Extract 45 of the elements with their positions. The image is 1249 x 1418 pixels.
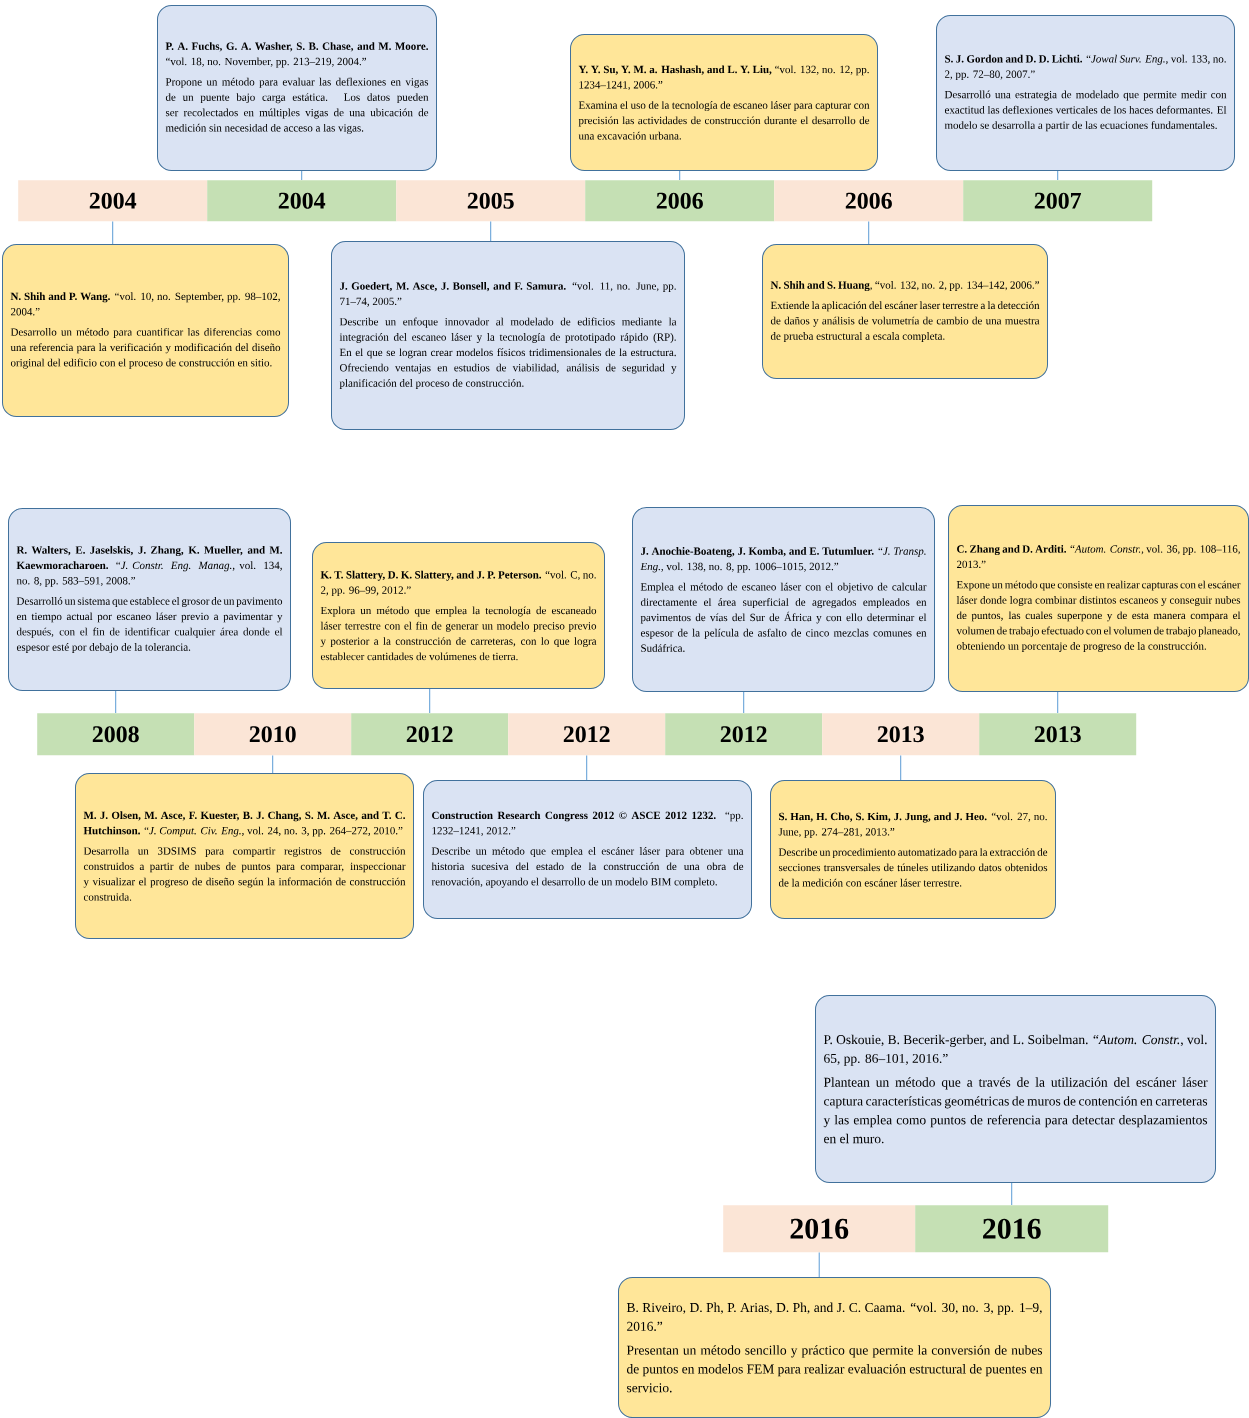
connector-line: [900, 754, 902, 781]
year-band: 2012: [665, 713, 823, 756]
year-band: 2013: [979, 713, 1137, 756]
citation-callout: J. Goedert, M. Asce, J. Bonsell, and F. Samura. “vol. 11, no. June, pp. 71–74, 2005.” Describe un enfoque innovador al modelado de edificios mediante la integración del escaneo láser y la tecnología de prototipado rápido (RP). En el que se logran crear modelos físicos tridimensionales de la estructura. Ofreciendo ventajas en estudios de viabilidad, análisis de seguridad y planificación del proceso de construcción.: [331, 241, 685, 430]
citation-callout: P. A. Fuchs, G. A. Washer, S. B. Chase, and M. Moore. “vol. 18, no. November, pp. 213–219, 2004.” Propone un método para evaluar las deflexiones en vigas de un puente bajo carga estática. Los datos pueden ser recolectados en múltiples vigas de una ubicación de medición sin necesidad de acceso a las vigas.: [157, 5, 437, 171]
year-band: 2013: [822, 713, 980, 756]
connector-line: [272, 754, 274, 774]
connector-line: [301, 170, 303, 181]
citation-callout: S. Han, H. Cho, S. Kim, J. Jung, and J. Heo. “vol. 27, no. June, pp. 274–281, 2013.” Describe un procedimiento automatizado para la extracción de secciones transversales de túneles utilizando datos obtenidos de la medición con escáner láser terrestre.: [770, 780, 1056, 919]
citation-callout: S. J. Gordon and D. D. Lichti. “Jowal Surv. Eng., vol. 133, no. 2, pp. 72–80, 2007.” Desarrolló una estrategia de modelado que permite medir con exactitud las deflexiones verticales de los haces deformantes. El modelo se desarrolla a partir de las ecuaciones fundamentales.: [936, 15, 1235, 171]
year-band: 2006: [585, 180, 775, 222]
connector-line: [679, 170, 681, 181]
connector-line: [112, 220, 114, 245]
citation-callout: J. Anochie-Boateng, J. Komba, and E. Tutumluer. “J. Transp. Eng., vol. 138, no. 8, pp. 1006–1015, 2012.” Emplea el método de escaneo láser con el objetivo de calcular directamente el área superficial de agregados empleados en pavimentos de vías del Sur de África y con ello determinar el espesor de la película de asfalto de cinco mezclas comunes en Sudáfrica.: [632, 507, 935, 692]
connector-line: [490, 220, 492, 242]
citation-callout: P. Oskouie, B. Becerik-gerber, and L. Soibelman. “Autom. Constr., vol. 65, pp. 86–101, 2016.” Plantean un método que a través de la utilización del escáner láser captura características geométricas de muros de contención en carreteras y las emplea como puntos de referencia para detectar desplazamientos en el muro.: [815, 995, 1216, 1183]
connector-line: [1011, 1182, 1013, 1206]
citation-callout: C. Zhang and D. Arditi. “Autom. Constr., vol. 36, pp. 108–116, 2013.” Expone un método que consiste en realizar capturas con el escáner láser donde logra combinar distintos escaneos y conseguir nubes de puntos, las cuales superpone y de esta manera compara el volumen de trabajo efectuado con el volumen de trabajo planeado, obteniendo un porcentaje de progreso de la construcción.: [948, 505, 1249, 692]
year-band: 2004: [18, 180, 208, 222]
connector-line: [818, 1251, 820, 1278]
connector-line: [1057, 170, 1059, 181]
citation-callout: R. Walters, E. Jaselskis, J. Zhang, K. Mueller, and M. Kaewmoracharoen. “J. Constr. Eng. Manag., vol. 134, no. 8, pp. 583–591, 2008.” Desarrolló un sistema que establece el grosor de un pavimento en tiempo actual por escaneo láser previo a pavimentar y después, con el fin de identificar cualquier área donde el espesor esté por debajo de la tolerancia.: [8, 508, 291, 691]
connector-line: [429, 688, 431, 714]
connector-line: [743, 691, 745, 714]
year-band: 2007: [963, 180, 1153, 222]
year-band: 2012: [351, 713, 509, 756]
year-band: 2005: [396, 180, 586, 222]
year-band: 2004: [207, 180, 397, 222]
year-band: 2008: [37, 713, 195, 756]
connector-line: [868, 220, 870, 245]
year-band: 2006: [774, 180, 964, 222]
year-band: 2010: [194, 713, 352, 756]
year-band: 2012: [508, 713, 666, 756]
citation-callout: N. Shih and S. Huang, “vol. 132, no. 2, pp. 134–142, 2006.” Extiende la aplicación del escáner laser terrestre a la detección de daños y análisis de volumetría de cambio de una muestra de prueba estructural a escala completa.: [762, 244, 1048, 379]
connector-line: [586, 754, 588, 781]
citation-callout: Y. Y. Su, Y. M. a. Hashash, and L. Y. Liu, “vol. 132, no. 12, pp. 1234–1241, 2006.” Examina el uso de la tecnología de escaneo láser para capturar con precisión las actividades de construcción durante el desarrollo de una excavación urbana.: [570, 34, 878, 171]
citation-callout: Construction Research Congress 2012 © ASCE 2012 1232. “pp. 1232–1241, 2012.” Describe un método que emplea el escáner láser para obtener una historia sucesiva del estado de la construcción de una obra de renovación, apoyando el desarrollo de un modelo BIM completo.: [423, 780, 752, 919]
citation-callout: K. T. Slattery, D. K. Slattery, and J. P. Peterson. “vol. C, no. 2, pp. 96–99, 2012.” Explora un método que emplea la tecnología de escaneado láser terrestre con el fin de generar un modelo preciso previo y posterior a la construcción de carreteras, con lo que logra establecer cantidades de volúmenes de tierra.: [312, 542, 605, 689]
connector-line: [1057, 691, 1059, 714]
citation-callout: N. Shih and P. Wang. “vol. 10, no. September, pp. 98–102, 2004.” Desarrollo un método para cuantificar las diferencias como una referencia para la verificación y modificación del diseño original del edificio con el proceso de construcción en sitio.: [2, 244, 289, 417]
year-band: 2016: [723, 1205, 916, 1253]
year-band: 2016: [915, 1205, 1109, 1253]
citation-callout: M. J. Olsen, M. Asce, F. Kuester, B. J. Chang, S. M. Asce, and T. C. Hutchinson. “J. Comput. Civ. Eng., vol. 24, no. 3, pp. 264–272, 2010.” Desarrolla un 3DSIMS para compartir registros de construcción construidos a partir de nubes de puntos para comparar, inspeccionar y visualizar el progreso de diseño según la información de construcción construida.: [75, 773, 414, 939]
citation-callout: B. Riveiro, D. Ph, P. Arias, D. Ph, and J. C. Caama. “vol. 30, no. 3, pp. 1–9, 2016.” Presentan un método sencillo y práctico que permite la conversión de nubes de puntos en modelos FEM para realizar evaluación estructural de puentes en servicio.: [618, 1277, 1051, 1418]
connector-line: [115, 690, 117, 714]
